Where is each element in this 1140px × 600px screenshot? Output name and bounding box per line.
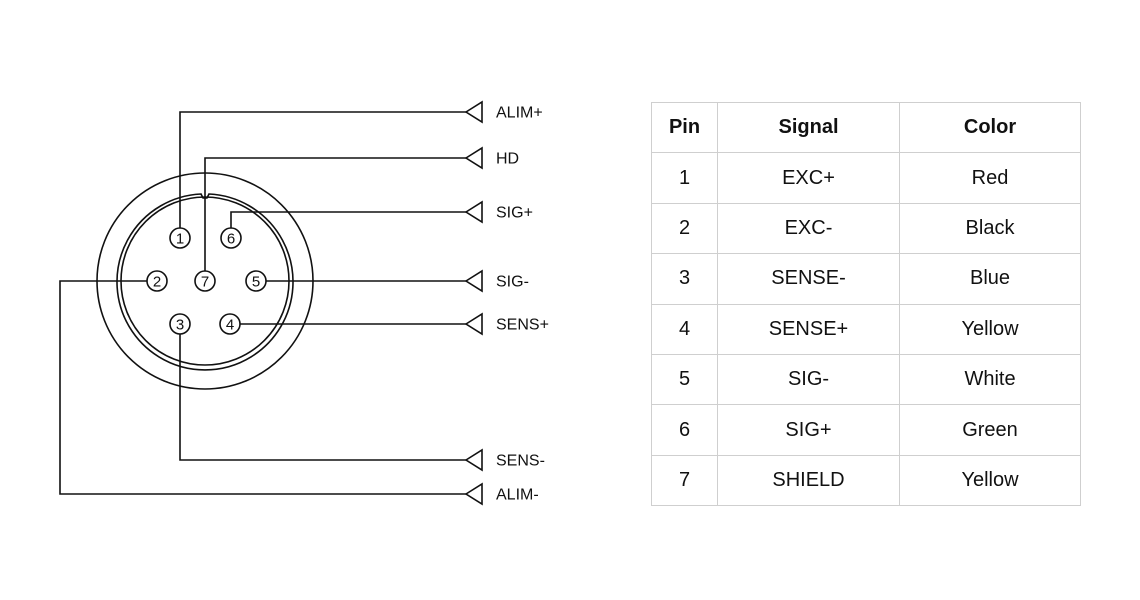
pin-2	[146, 270, 168, 292]
pin-4-label: 4	[226, 317, 234, 334]
cell-signal: SIG-	[717, 353, 900, 406]
pin-2-label: 2	[153, 274, 161, 291]
wire-alim-plus	[179, 111, 466, 228]
connector-diagram: 1 2 3 4 5 6 7 ALIM+ HD SIG+ SIG- SENS+ S…	[59, 100, 549, 506]
label-sig-plus: SIG+	[496, 205, 533, 222]
wire-hd	[204, 157, 466, 271]
label-sig-minus: SIG-	[496, 274, 529, 291]
header-pin: Pin	[651, 101, 718, 154]
cell-color: Yellow	[899, 454, 1081, 507]
cell-signal: SENSE+	[717, 303, 900, 355]
cell-pin: 2	[651, 202, 718, 255]
pin-1	[169, 227, 191, 249]
terminal-triangles	[464, 100, 483, 506]
cell-signal: SIG+	[717, 404, 900, 456]
header-color: Color	[899, 101, 1081, 154]
cell-pin: 3	[651, 253, 718, 305]
pin-3	[169, 313, 191, 335]
pin-6	[220, 227, 242, 249]
cell-signal: EXC-	[717, 202, 900, 255]
cell-signal: SENSE-	[717, 253, 900, 305]
cell-pin: 7	[651, 454, 718, 507]
cell-pin: 5	[651, 353, 718, 406]
wire-sig-plus	[230, 211, 466, 228]
cell-pin: 4	[651, 303, 718, 355]
label-alim-minus: ALIM-	[496, 487, 539, 504]
pin-5-label: 5	[252, 274, 260, 291]
pin-6-label: 6	[227, 231, 235, 248]
connector-inner-ring	[116, 193, 294, 371]
label-alim-plus: ALIM+	[496, 105, 543, 122]
cell-color: White	[899, 353, 1081, 406]
table-header-row: Pin Signal Color	[651, 101, 1081, 154]
cell-signal: EXC+	[717, 152, 900, 204]
cell-color: Black	[899, 202, 1081, 255]
pin-7-label: 7	[201, 274, 209, 291]
pin-4	[219, 313, 241, 335]
cell-color: Blue	[899, 253, 1081, 305]
label-sens-plus: SENS+	[496, 317, 549, 334]
wire-alim-minus	[59, 280, 466, 495]
label-sens-minus: SENS-	[496, 453, 545, 470]
label-hd: HD	[496, 151, 519, 168]
cell-pin: 6	[651, 404, 718, 456]
cell-color: Green	[899, 404, 1081, 456]
wire-sens-minus	[179, 334, 466, 461]
cell-signal: SHIELD	[717, 454, 900, 507]
cell-color: Red	[899, 152, 1081, 204]
pin-5	[245, 270, 267, 292]
pin-3-label: 3	[176, 317, 184, 334]
cell-color: Yellow	[899, 303, 1081, 355]
pin-1-label: 1	[176, 231, 184, 248]
cell-pin: 1	[651, 152, 718, 204]
pin-7	[194, 270, 216, 292]
header-signal: Signal	[717, 101, 900, 154]
